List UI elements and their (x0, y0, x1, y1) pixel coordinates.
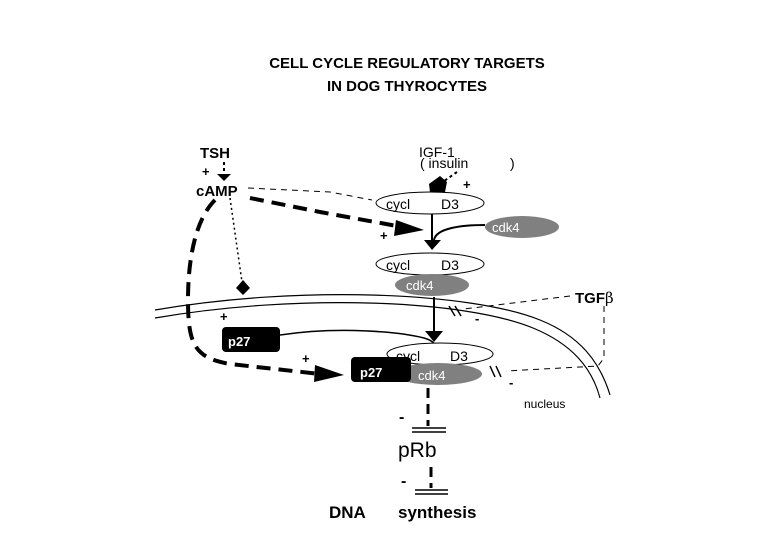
d3-label-middle: D3 (441, 257, 459, 273)
dna-label: DNA (329, 503, 366, 522)
igf1-label: IGF-1 (419, 144, 455, 160)
cell-membrane-outer (154, 294, 611, 396)
camp-to-cyclin-dashed-line (247, 187, 373, 201)
tgf-to-cdk4-inhibition-line (463, 295, 571, 310)
cyclin-label-middle: cycl (386, 257, 410, 273)
p27-box-cytoplasm (222, 327, 280, 352)
plus-sign-camp-cdk4: + (380, 228, 388, 243)
cdk4-ellipse-free (485, 216, 559, 238)
insulin-label: ( insulin (420, 155, 468, 171)
camp-cdk4-arrowhead (394, 220, 424, 236)
p27-label-nuclear: p27 (360, 365, 382, 380)
cdk4-label-middle: cdk4 (406, 278, 433, 293)
p27-label-cytoplasm: p27 (228, 334, 250, 349)
complex-formation-arrowhead (424, 240, 441, 250)
tsh-arrowhead (217, 174, 231, 181)
cdk4-join-line (433, 224, 486, 241)
minus-sign-synthesis: - (401, 473, 406, 490)
tgf-inhibition-mark-bottom (489, 365, 502, 378)
nuclear-p27-arrowhead (314, 365, 344, 382)
plus-sign-tsh: + (202, 164, 210, 179)
tsh-label: TSH (200, 145, 230, 162)
cell-membrane-inner (154, 302, 601, 399)
cyclin-d3-ellipse-top (375, 191, 485, 215)
diagram-title-line-2: IN DOG THYROCYTES (327, 78, 487, 95)
camp-to-p27-dotted-line (229, 197, 243, 283)
igf1-arrowhead (429, 176, 447, 192)
synthesis-label: synthesis (398, 503, 476, 522)
tgf-inhibition-mark-top (448, 305, 462, 317)
tgf-beta-label: TGFβ (575, 289, 614, 307)
camp-to-cdk4-assembly-arrow (249, 196, 409, 230)
insulin-close-paren: ) (510, 155, 515, 171)
p27-box-nuclear (351, 357, 411, 382)
minus-sign-prb: - (399, 409, 404, 426)
d3-label-top: D3 (441, 196, 459, 212)
cdk4-ellipse-middle (395, 274, 469, 296)
translocation-arrowhead (425, 331, 443, 342)
cyclin-label-top: cycl (386, 196, 410, 212)
tgf-text: TGF (575, 290, 605, 307)
plus-sign-igf1: + (463, 177, 471, 192)
tgf-to-nuclear-complex-line (505, 306, 605, 372)
p27-diamond-head (236, 280, 250, 295)
cdk4-label-free: cdk4 (492, 220, 519, 235)
camp-to-nuclear-p27-arrow (185, 198, 321, 376)
minus-sign-tgf-bottom: - (509, 375, 513, 390)
plus-sign-p27: + (220, 309, 228, 324)
prb-label: pRb (398, 439, 437, 462)
cdk4-ellipse-nuclear (394, 363, 482, 385)
minus-sign-tgf-top: - (475, 311, 479, 326)
plus-sign-nuclear-p27: + (302, 351, 310, 366)
diagram-title-line-1: CELL CYCLE REGULATORY TARGETS (269, 55, 545, 72)
d3-label-nuclear: D3 (450, 348, 468, 364)
camp-label: cAMP (196, 183, 238, 200)
beta-symbol: β (605, 289, 614, 307)
nucleus-label: nucleus (524, 397, 565, 411)
cdk4-label-nuclear: cdk4 (418, 368, 445, 383)
